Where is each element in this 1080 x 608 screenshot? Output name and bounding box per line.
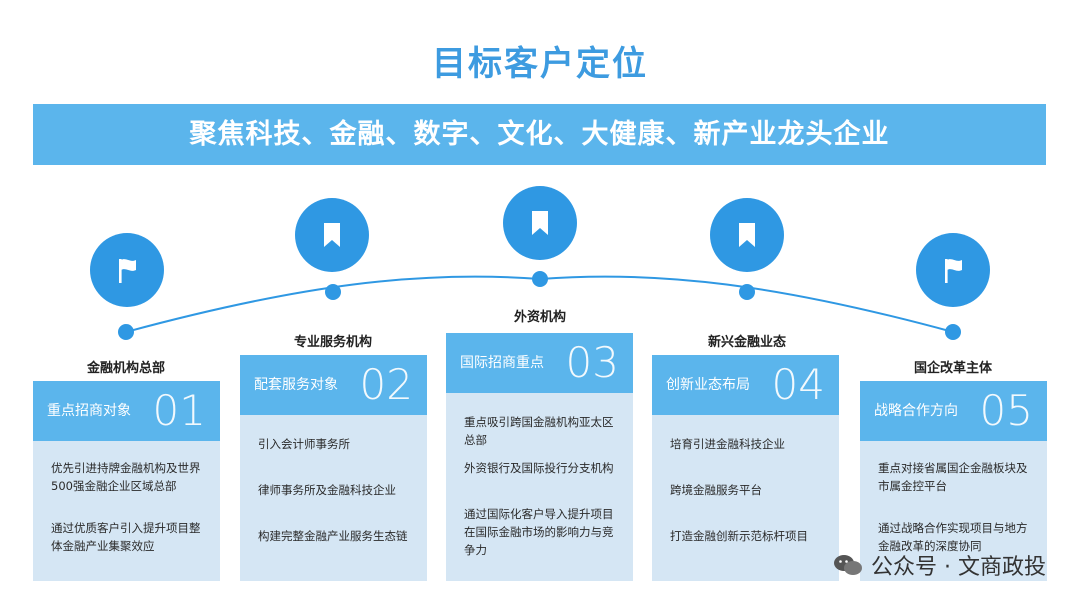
card-header: 战略合作方向 05 <box>860 381 1047 441</box>
card-item: 通过战略合作实现项目与地方金融改革的深度协同 <box>878 521 1028 553</box>
wechat-icon <box>834 555 863 575</box>
watermark-text: 公众号 · 文商政投 <box>871 555 1046 580</box>
category-label: 专业服务机构 <box>293 335 372 350</box>
card-item: 通过优质客户引入提升项目整体金融产业集聚效应 <box>51 521 201 553</box>
card-item: 重点吸引跨国金融机构亚太区总部 <box>464 415 614 447</box>
category-label: 外资机构 <box>513 310 566 325</box>
card-header: 重点招商对象 01 <box>33 381 220 441</box>
arc-node <box>118 324 134 340</box>
category-label: 国企改革主体 <box>913 361 992 376</box>
card-number: 02 <box>359 360 413 409</box>
card-item: 重点对接省属国企金融板块及市属金控平台 <box>878 461 1028 493</box>
card-item: 律师事务所及金融科技企业 <box>258 483 396 497</box>
watermark: 公众号 · 文商政投 <box>833 549 1046 581</box>
card-number: 03 <box>565 338 619 387</box>
target-card: 创新业态布局 04 培育引进金融科技企业 跨境金融服务平台 打造金融创新示范标杆… <box>652 355 839 581</box>
card-item: 通过国际化客户导入提升项目在国际金融市场的影响力与竞争力 <box>464 507 614 557</box>
card-label: 创新业态布局 <box>666 377 750 393</box>
bookmark-icon <box>295 198 369 272</box>
card-number: 04 <box>771 360 825 409</box>
target-card: 国际招商重点 03 重点吸引跨国金融机构亚太区总部 外资银行及国际投行分支机构 … <box>446 333 633 581</box>
card-item: 优先引进持牌金融机构及世界500强金融企业区域总部 <box>51 461 201 493</box>
category-label: 新兴金融业态 <box>707 335 786 350</box>
target-card: 战略合作方向 05 重点对接省属国企金融板块及市属金控平台 通过战略合作实现项目… <box>860 381 1047 581</box>
flag-icon <box>90 233 164 307</box>
card-label: 战略合作方向 <box>874 403 958 419</box>
card-item: 跨境金融服务平台 <box>670 483 762 497</box>
card-number: 01 <box>152 386 206 435</box>
bookmark-icon <box>710 198 784 272</box>
arc-node <box>532 271 548 287</box>
card-item: 培育引进金融科技企业 <box>670 437 785 451</box>
bookmark-icon <box>503 186 577 260</box>
card-label: 国际招商重点 <box>460 355 544 371</box>
card-item: 构建完整金融产业服务生态链 <box>258 529 408 543</box>
card-header: 配套服务对象 02 <box>240 355 427 415</box>
card-number: 05 <box>979 386 1033 435</box>
card-item: 外资银行及国际投行分支机构 <box>464 461 614 475</box>
card-item: 引入会计师事务所 <box>258 437 350 451</box>
card-label: 配套服务对象 <box>254 377 338 393</box>
arc-node <box>945 324 961 340</box>
category-label: 金融机构总部 <box>86 361 165 376</box>
target-card: 重点招商对象 01 优先引进持牌金融机构及世界500强金融企业区域总部 通过优质… <box>33 381 220 581</box>
card-label: 重点招商对象 <box>47 403 131 419</box>
arc-node <box>325 284 341 300</box>
card-item: 打造金融创新示范标杆项目 <box>670 529 808 543</box>
page-title: 目标客户定位 <box>432 44 648 84</box>
card-header: 国际招商重点 03 <box>446 333 633 393</box>
flag-icon <box>916 233 990 307</box>
target-card: 配套服务对象 02 引入会计师事务所 律师事务所及金融科技企业 构建完整金融产业… <box>240 355 427 581</box>
arc-node <box>739 284 755 300</box>
card-header: 创新业态布局 04 <box>652 355 839 415</box>
focus-banner: 聚焦科技、金融、数字、文化、大健康、新产业龙头企业 <box>33 104 1046 165</box>
